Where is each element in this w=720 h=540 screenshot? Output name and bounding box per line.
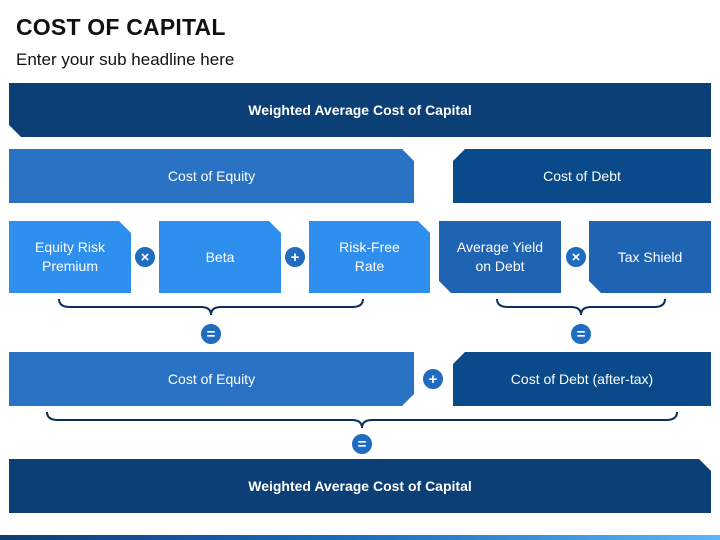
equity-result-label: Cost of Equity [167,370,256,387]
slide-subtitle: Enter your sub headline here [16,50,235,69]
beta-label: Beta [205,248,235,265]
average-yield-line2: on Debt [475,258,525,274]
debt-header-label: Cost of Debt [543,167,621,184]
footer-accent-bar [0,535,720,540]
final-banner: Weighted Average Cost of Capital [9,459,711,513]
equals-operator-debt: = [569,322,593,346]
debt-result: Cost of Debt (after-tax) [453,352,711,406]
plus-operator-equity: + [283,245,307,269]
equity-risk-premium-line1: Equity Risk [34,239,106,255]
slide-title: COST OF CAPITAL [16,14,226,40]
risk-free-rate-line1: Risk-Free [339,239,400,255]
multiply-operator-equity: × [133,245,157,269]
equals-operator-final: = [350,432,374,456]
beta-box: Beta [159,221,281,293]
multiply-operator-debt: × [564,245,588,269]
equals-operator-equity: = [199,322,223,346]
top-banner: Weighted Average Cost of Capital [9,83,711,137]
debt-brace [496,298,666,316]
risk-free-rate-box: Risk-Free Rate [309,221,430,293]
plus-operator-results: + [421,367,445,391]
risk-free-rate-line2: Rate [354,258,385,274]
final-banner-label: Weighted Average Cost of Capital [248,477,472,494]
top-banner-label: Weighted Average Cost of Capital [248,101,472,118]
tax-shield-label: Tax Shield [617,248,683,265]
equity-header: Cost of Equity [9,149,414,203]
debt-header: Cost of Debt [453,149,711,203]
equity-header-label: Cost of Equity [167,167,256,184]
equity-result: Cost of Equity [9,352,414,406]
equity-brace [58,298,364,316]
average-yield-line1: Average Yield [456,239,544,255]
debt-result-label: Cost of Debt (after-tax) [510,370,654,387]
equity-risk-premium-box: Equity Risk Premium [9,221,131,293]
final-brace [46,411,678,429]
average-yield-box: Average Yield on Debt [439,221,561,293]
tax-shield-box: Tax Shield [589,221,711,293]
equity-risk-premium-line2: Premium [41,258,98,274]
